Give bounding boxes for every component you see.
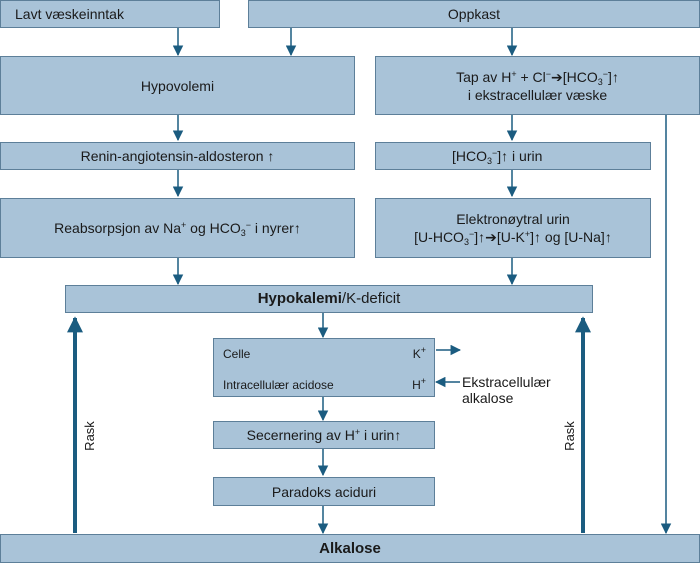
low-fluid-text: Lavt væskeinntak [15,6,124,22]
box-reabsorption: Reabsorpsjon av Na+ og HCO3− i nyrer↑ [0,198,355,258]
hypokalemia-text: Hypokalemi/K-deficit [257,290,401,307]
box-electroneutral: Elektronøytral urin[U-HCO3−]↑➔[U-K+]↑ og… [375,198,651,258]
reabsorption-text: Reabsorpsjon av Na+ og HCO3− i nyrer↑ [54,220,301,238]
loss-text: Tap av H+ + Cl−➔[HCO3−]↑i ekstracellulær… [456,68,619,103]
raas-text: Renin-angiotensin-aldosteron ↑ [80,148,275,164]
box-hypovolemia: Hypovolemi [0,56,355,115]
extracellular-alkalosis-label: Ekstracellulær alkalose [462,374,551,406]
box-vomiting: Oppkast [248,0,700,28]
box-hypokalemia: Hypokalemi/K-deficit [65,285,593,313]
alkalosis-text: Alkalose [319,539,381,557]
box-secretion: Secernering av H+ i urin↑ [213,421,435,449]
rask-right-label: Rask [562,421,577,451]
cell-k-text: K+ [412,345,426,362]
box-low-fluid: Lavt væskeinntak [0,0,220,28]
box-hco3-urine: [HCO3−]↑ i urin [375,142,651,170]
box-alkalosis: Alkalose [0,534,700,563]
cell-text: Celle [223,347,251,361]
vomiting-text: Oppkast [447,6,501,22]
box-cell: Celle K+ Intracellulær acidose H+ [213,338,435,397]
rask-left-label: Rask [82,421,97,451]
secretion-text: Secernering av H+ i urin↑ [246,427,402,443]
electroneutral-text: Elektronøytral urin[U-HCO3−]↑➔[U-K+]↑ og… [414,211,612,247]
hco3-urine-text: [HCO3−]↑ i urin [452,148,543,166]
intracellular-acidosis-text: Intracellulær acidose [223,378,334,392]
hypovolemia-text: Hypovolemi [140,77,215,94]
box-loss: Tap av H+ + Cl−➔[HCO3−]↑i ekstracellulær… [375,56,700,115]
paradox-text: Paradoks aciduri [271,483,377,500]
cell-h-text: H+ [412,376,426,393]
box-raas: Renin-angiotensin-aldosteron ↑ [0,142,355,170]
box-paradox: Paradoks aciduri [213,477,435,506]
